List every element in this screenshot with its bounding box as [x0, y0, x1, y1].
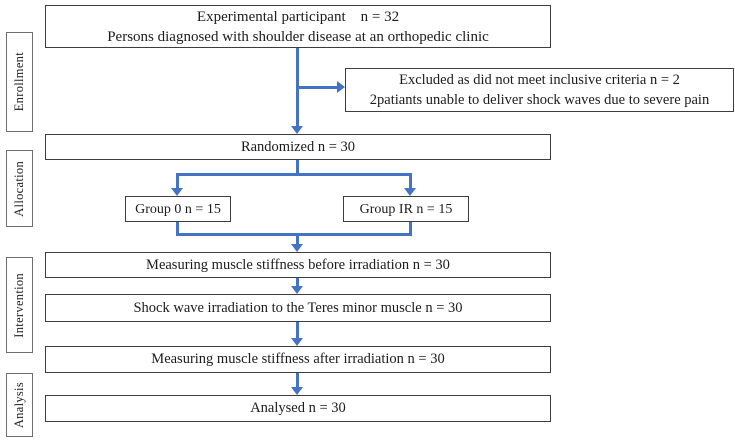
arrowhead-measure-before	[291, 244, 303, 252]
group-0-text: Group 0 n = 15	[135, 201, 221, 217]
box-randomized: Randomized n = 30	[45, 134, 551, 160]
group-ir-text: Group IR n = 15	[359, 201, 453, 217]
box-measure-after: Measuring muscle stiffness after irradia…	[45, 346, 551, 373]
arrowhead-measure-after	[291, 338, 303, 346]
shock-wave-text: Shock wave irradiation to the Teres mino…	[133, 299, 463, 316]
arrowhead-excluded	[337, 81, 345, 93]
connector-excluded-branch	[298, 86, 337, 89]
stage-label-allocation: Allocation	[12, 160, 26, 217]
stage-label-enrollment: Enrollment	[12, 52, 26, 112]
excluded-reason-text: 2patiants unable to deliver shock waves …	[369, 92, 710, 108]
connector-merge-stem	[296, 233, 299, 244]
connector-participant-randomized	[296, 48, 299, 126]
box-group-0: Group 0 n = 15	[125, 196, 231, 222]
box-experimental-participant: Experimental participant n = 32 Persons …	[45, 5, 551, 48]
connector-shock-after	[296, 322, 299, 338]
box-analysed: Analysed n = 30	[45, 395, 551, 422]
box-shock-wave: Shock wave irradiation to the Teres mino…	[45, 294, 551, 322]
connector-split-group-0	[176, 173, 179, 189]
connector-merge-bar	[176, 233, 412, 236]
stage-label-intervention: Intervention	[12, 272, 26, 338]
connector-randomized-split-bar	[176, 173, 412, 176]
participant-description-text: Persons diagnosed with shoulder disease …	[107, 28, 489, 45]
connector-group-0-merge	[176, 222, 179, 236]
box-excluded: Excluded as did not meet inclusive crite…	[345, 68, 734, 112]
arrowhead-group-ir	[404, 188, 416, 196]
stage-box-enrollment: Enrollment	[6, 32, 33, 132]
arrowhead-shock-wave	[291, 286, 303, 294]
arrowhead-randomized	[291, 126, 303, 134]
connector-split-group-ir	[409, 173, 412, 189]
stage-box-analysis: Analysis	[6, 373, 33, 437]
stage-label-analysis: Analysis	[12, 381, 26, 429]
stage-box-intervention: Intervention	[6, 257, 33, 353]
excluded-count-text: Excluded as did not meet inclusive crite…	[399, 72, 680, 88]
stage-box-allocation: Allocation	[6, 150, 33, 227]
analysed-text: Analysed n = 30	[250, 400, 346, 416]
measure-before-text: Measuring muscle stiffness before irradi…	[146, 256, 450, 273]
box-measure-before: Measuring muscle stiffness before irradi…	[45, 252, 551, 278]
arrowhead-analysed	[291, 387, 303, 395]
connector-after-analysed	[296, 373, 299, 387]
participant-count-text: Experimental participant n = 32	[196, 8, 400, 25]
box-group-ir: Group IR n = 15	[343, 196, 469, 222]
connector-randomized-split-stem	[296, 160, 299, 175]
randomized-text: Randomized n = 30	[240, 138, 356, 155]
measure-after-text: Measuring muscle stiffness after irradia…	[151, 351, 445, 367]
connector-group-ir-merge	[409, 222, 412, 236]
arrowhead-group-0	[171, 188, 183, 196]
connector-before-shock	[296, 278, 299, 287]
